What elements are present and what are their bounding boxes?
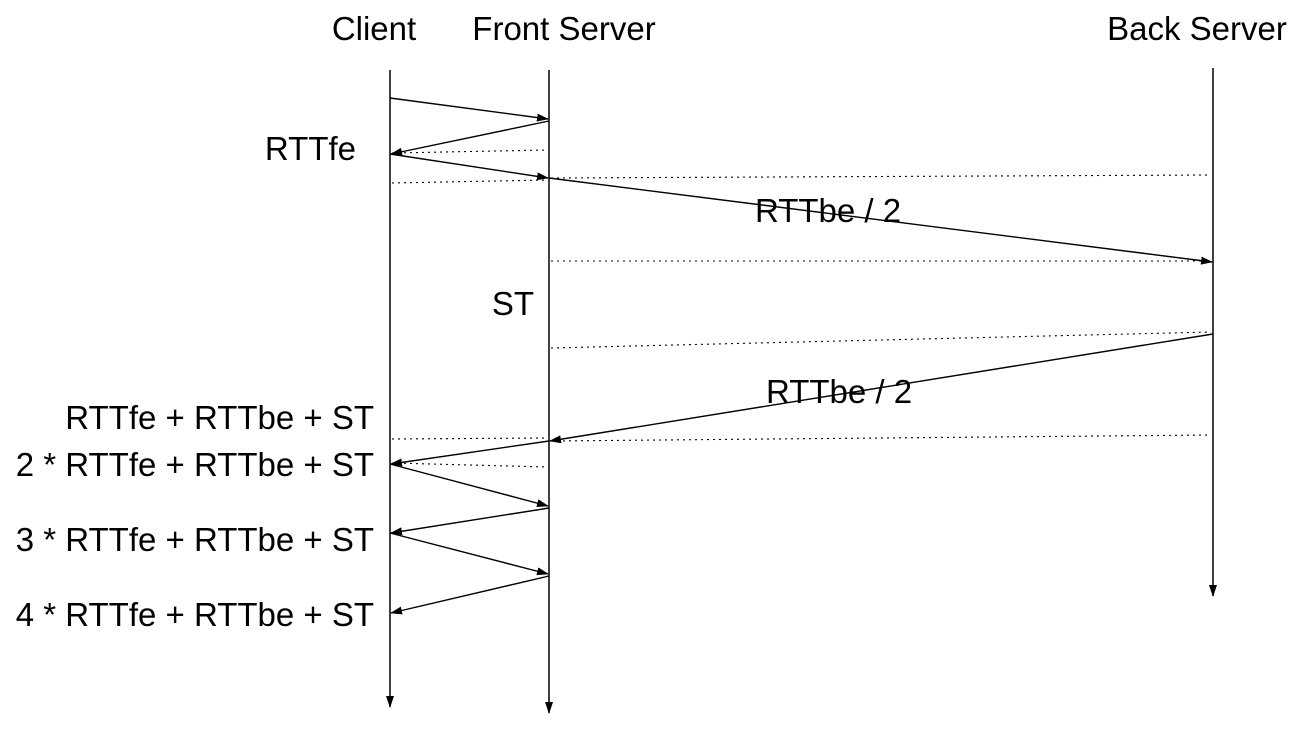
guide-line bbox=[550, 331, 1212, 349]
message-arrow-front-to-client bbox=[390, 440, 550, 467]
rttbe-half-outbound-label: RTTbe / 2 bbox=[755, 192, 901, 229]
message-arrow-client-to-front bbox=[389, 153, 549, 181]
participant-client-label: Client bbox=[332, 10, 416, 47]
message-arrow-client-to-front bbox=[389, 463, 549, 508]
message-arrow-front-to-back bbox=[548, 177, 1213, 265]
guide-line bbox=[391, 462, 549, 468]
timestamp-label: RTTfe + RTTbe + ST bbox=[65, 399, 374, 436]
guide-line bbox=[550, 434, 1212, 442]
guide-line bbox=[391, 179, 549, 184]
message-arrow-front-to-client bbox=[390, 575, 550, 615]
rttbe-half-return-label: RTTbe / 2 bbox=[766, 373, 912, 410]
message-arrow-back-to-front bbox=[549, 333, 1214, 444]
participant-front-server-label: Front Server bbox=[472, 10, 655, 47]
guide-line bbox=[391, 437, 549, 440]
guide-line bbox=[391, 149, 549, 154]
message-arrow-client-to-front bbox=[389, 97, 549, 122]
message-arrow-client-to-front bbox=[389, 532, 549, 576]
server-time-label: ST bbox=[492, 285, 534, 322]
guide-line bbox=[550, 174, 1212, 179]
message-arrow-front-to-client bbox=[390, 507, 550, 536]
timestamp-label: 4 * RTTfe + RTTbe + ST bbox=[16, 596, 374, 633]
timestamp-label: 2 * RTTfe + RTTbe + ST bbox=[16, 446, 374, 483]
timestamp-label: 3 * RTTfe + RTTbe + ST bbox=[16, 521, 374, 558]
participant-back-server-label: Back Server bbox=[1107, 10, 1287, 47]
rttfe-label: RTTfe bbox=[265, 130, 356, 167]
message-arrow-front-to-client bbox=[390, 120, 550, 156]
